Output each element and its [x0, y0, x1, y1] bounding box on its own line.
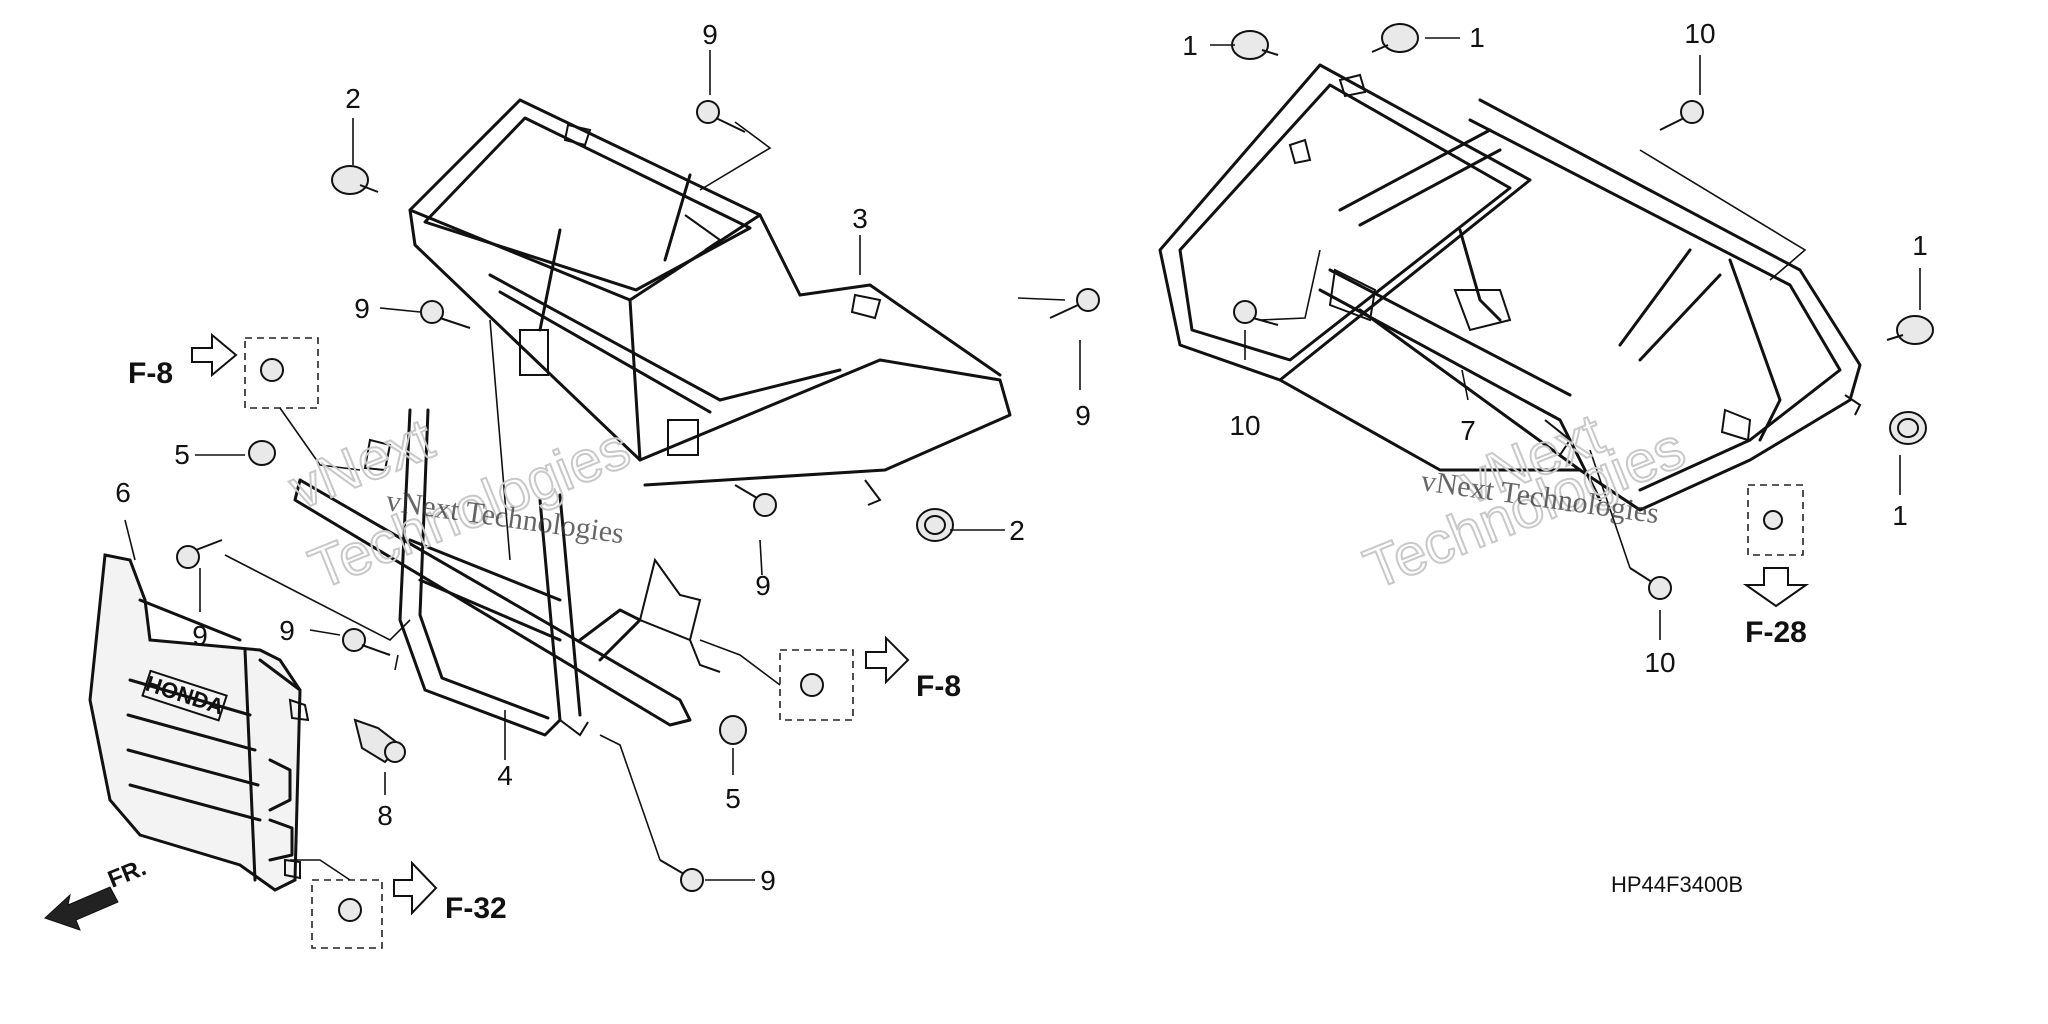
callout-9: 9 [279, 615, 295, 646]
rubber-cap [1371, 23, 1419, 53]
bolt [1049, 288, 1100, 319]
front-direction-arrow: FR. [44, 854, 150, 931]
callout-9: 9 [755, 570, 771, 601]
callout-3: 3 [852, 203, 868, 234]
grille-guard: HONDA [88, 553, 310, 892]
bolt [734, 484, 777, 517]
callout-1: 1 [1469, 22, 1485, 53]
callout-6: 6 [115, 477, 131, 508]
bolt [420, 300, 471, 329]
fasteners [176, 23, 1934, 949]
callout-2: 2 [1009, 515, 1025, 546]
rubber-cap [916, 508, 954, 542]
callout-10: 10 [1684, 18, 1715, 49]
front-marker-label: FR. [104, 854, 150, 894]
clip [248, 440, 276, 466]
callout-7: 7 [1460, 415, 1476, 446]
ref-f28[interactable]: F-28 [1742, 567, 1810, 649]
bolt [176, 539, 223, 569]
callout-5: 5 [174, 439, 190, 470]
ref-f8-left[interactable]: F-8 [128, 332, 238, 390]
ref-f28-label: F-28 [1745, 616, 1807, 649]
bolt [659, 859, 704, 892]
callout-1: 1 [1912, 230, 1928, 261]
bolt [1659, 100, 1704, 131]
callout-8: 8 [377, 800, 393, 831]
rubber-cap [1889, 411, 1927, 445]
ref-f8-right[interactable]: F-8 [865, 635, 961, 703]
bolt [1233, 300, 1279, 326]
callout-9: 9 [192, 620, 208, 651]
push-rivet [353, 718, 406, 764]
rubber-cap [1886, 315, 1934, 345]
callout-9: 9 [354, 293, 370, 324]
bolt [1629, 567, 1672, 600]
callout-numbers: 2 9 3 9 9 5 6 9 2 9 9 4 8 5 9 1 1 10 1 1… [115, 18, 1928, 896]
callout-9: 9 [1075, 400, 1091, 431]
ref-f8-left-label: F-8 [128, 357, 173, 390]
callout-10: 10 [1229, 410, 1260, 441]
front-carrier [408, 98, 1012, 506]
rubber-cap [331, 165, 379, 195]
bolt [696, 100, 746, 133]
callout-5: 5 [725, 783, 741, 814]
callout-9: 9 [702, 19, 718, 50]
ref-f8-right-label: F-8 [916, 670, 961, 703]
clip [719, 715, 747, 745]
ref-f32[interactable]: F-32 [393, 860, 507, 925]
callout-4: 4 [497, 760, 513, 791]
callout-1: 1 [1182, 30, 1198, 61]
callout-2: 2 [345, 83, 361, 114]
callout-1: 1 [1892, 500, 1908, 531]
ref-f32-label: F-32 [445, 892, 507, 925]
front-bumper-frame [293, 408, 721, 737]
callout-10: 10 [1644, 647, 1675, 678]
part-code: HP44F3400B [1611, 872, 1743, 897]
bolt [342, 628, 391, 656]
callout-9: 9 [760, 865, 776, 896]
rear-carrier [1158, 63, 1862, 512]
rubber-cap [1231, 30, 1279, 60]
leader-lines [124, 37, 1921, 881]
